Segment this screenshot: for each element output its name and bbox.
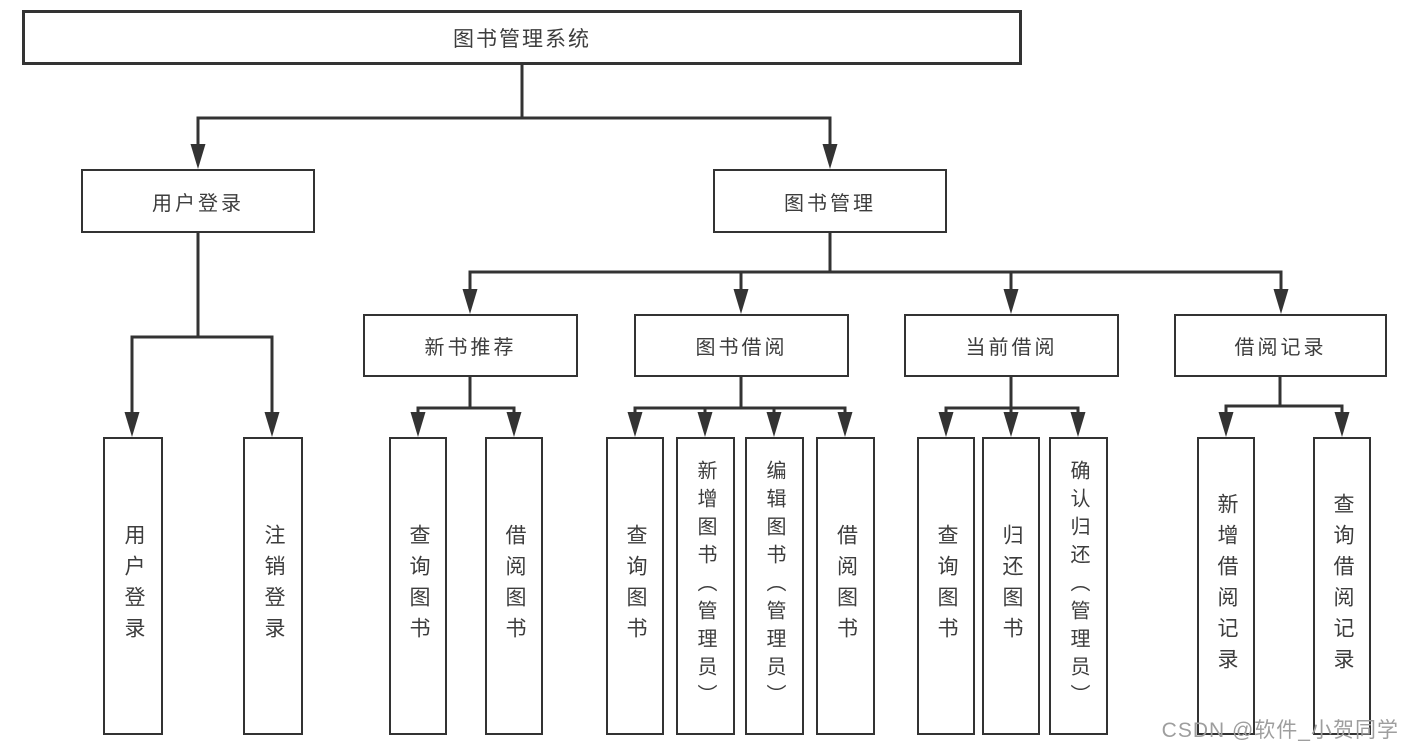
leaf-add-book-admin: 新增图书（管理员） xyxy=(676,437,735,735)
connector-new-book-recommend xyxy=(416,375,516,426)
arrow-icon xyxy=(1070,412,1086,437)
leaf-recommend-borrow-book: 借阅图书 xyxy=(485,437,543,735)
leaf-borrow-query-book: 查询图书 xyxy=(606,437,664,735)
leaf-logout-login: 注销登录 xyxy=(243,437,303,735)
arrow-icon xyxy=(1218,412,1234,437)
leaf-borrow-book: 借阅图书 xyxy=(816,437,875,735)
node-user-login: 用户登录 xyxy=(81,169,315,233)
leaf-query-borrow-record: 查询借阅记录 xyxy=(1313,437,1371,735)
connector-book-borrow xyxy=(633,375,847,426)
arrow-icon xyxy=(627,412,643,437)
node-book-management: 图书管理 xyxy=(713,169,947,233)
leaf-edit-book-admin: 编辑图书（管理员） xyxy=(745,437,804,735)
connector-root xyxy=(196,63,832,157)
arrow-icon xyxy=(1334,412,1350,437)
arrow-icon xyxy=(190,144,206,169)
arrow-icon xyxy=(733,289,749,314)
connector-user-login xyxy=(130,231,274,426)
arrow-icon xyxy=(462,289,478,314)
connector-borrow-record xyxy=(1224,375,1344,426)
arrow-icon xyxy=(697,412,713,437)
node-new-book-recommend: 新书推荐 xyxy=(363,314,578,377)
node-borrow-record: 借阅记录 xyxy=(1174,314,1387,377)
arrow-icon xyxy=(1273,289,1289,314)
leaf-confirm-return-admin: 确认归还（管理员） xyxy=(1049,437,1108,735)
arrow-icon xyxy=(837,412,853,437)
leaf-add-borrow-record: 新增借阅记录 xyxy=(1197,437,1255,735)
arrow-icon xyxy=(124,412,140,437)
arrow-icon xyxy=(1003,412,1019,437)
arrow-icon xyxy=(506,412,522,437)
node-current-borrow: 当前借阅 xyxy=(904,314,1119,377)
arrow-icon xyxy=(938,412,954,437)
leaf-recommend-query-book: 查询图书 xyxy=(389,437,447,735)
node-book-borrow: 图书借阅 xyxy=(634,314,849,377)
leaf-current-query-book: 查询图书 xyxy=(917,437,975,735)
arrow-icon xyxy=(822,144,838,169)
leaf-user-login: 用户登录 xyxy=(103,437,163,735)
node-library-system: 图书管理系统 xyxy=(22,10,1022,65)
connector-book-management xyxy=(468,231,1283,303)
arrow-icon xyxy=(766,412,782,437)
leaf-return-book: 归还图书 xyxy=(982,437,1040,735)
arrow-icon xyxy=(410,412,426,437)
csdn-watermark: CSDN @软件_小贺同学 xyxy=(1161,719,1399,742)
arrowheads xyxy=(124,144,1350,437)
arrow-icon xyxy=(264,412,280,437)
arrow-icon xyxy=(1003,289,1019,314)
